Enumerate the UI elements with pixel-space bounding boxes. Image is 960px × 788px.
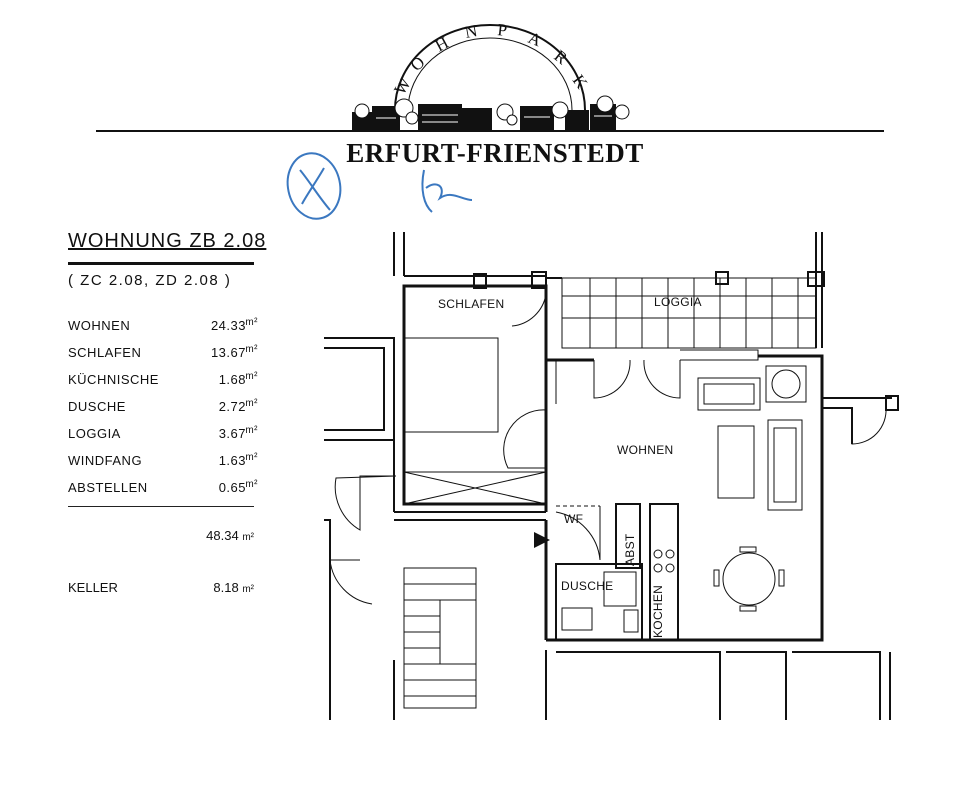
unit-subtitle: ( ZC 2.08, ZD 2.08 ) <box>68 272 232 289</box>
logo-letter: N <box>463 21 478 42</box>
unit-title: WOHNUNG ZB 2.08 <box>68 230 267 252</box>
sum-line <box>68 506 254 507</box>
room-label-abst: ABST <box>623 533 637 566</box>
room-label-kochen: KOCHEN <box>651 584 665 638</box>
title-rule <box>68 262 254 265</box>
page-title: ERFURT-FRIENSTEDT <box>346 138 644 168</box>
apartment-plan <box>324 232 899 720</box>
room-label-loggia: LOGGIA <box>654 295 702 309</box>
entrance-arrow-icon <box>534 532 550 548</box>
room-label-wf: WF <box>564 512 584 526</box>
logo-letter: K <box>569 71 592 93</box>
logo-letter: H <box>432 33 452 56</box>
logo-letter: W <box>390 74 415 98</box>
logo-letter: P <box>497 20 508 40</box>
total-area: 48.34 m² <box>206 528 254 543</box>
room-label-wohnen: WOHNEN <box>617 443 674 457</box>
handwritten-annotation <box>286 152 473 220</box>
room-label-schlafen: SCHLAFEN <box>438 297 505 311</box>
logo-letter: O <box>407 53 429 75</box>
room-label-dusche: DUSCHE <box>561 579 614 593</box>
wohnpark-logo <box>96 24 884 132</box>
